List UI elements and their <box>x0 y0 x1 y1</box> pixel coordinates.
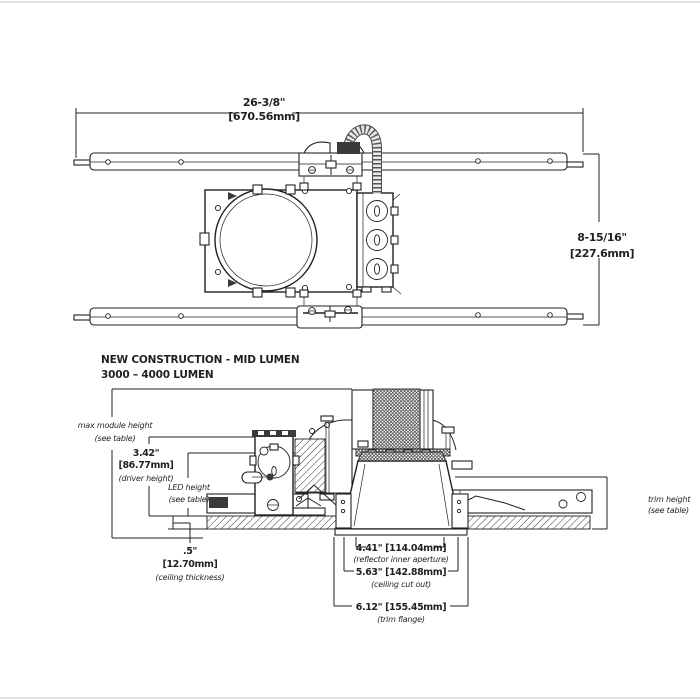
flange-value: 6.12" [155.45mm] <box>356 602 446 613</box>
torsion-spring-right <box>461 495 526 511</box>
flange-dimension: 6.12" [155.45mm] (trim flange) <box>333 537 469 624</box>
plan-width-mm: [670.56mm] <box>228 110 300 123</box>
driver-height-label: (driver height) <box>119 474 174 483</box>
section-view: NEW CONSTRUCTION - MID LUMEN 3000 – 4000… <box>78 354 692 624</box>
driver-block <box>294 438 326 493</box>
butterfly-wing-left <box>303 141 331 154</box>
plan-height-inches: 8-15/16" <box>577 231 626 244</box>
driver-height-callout: 3.42" [86.77mm] (driver height) <box>119 448 174 483</box>
ceiling <box>206 515 591 530</box>
plan-height-mm: [227.6mm] <box>570 247 635 260</box>
section-title-line2: 3000 – 4000 LUMEN <box>101 369 214 381</box>
hanger-bar-section-right <box>447 489 593 514</box>
knockout-1 <box>366 200 399 222</box>
conduit-connector <box>337 142 360 154</box>
plan-height-dimension: 8-15/16" [227.6mm] <box>570 153 635 326</box>
aperture-value: 4.41" [114.04mm] <box>356 543 446 554</box>
mounting-pan <box>199 184 358 298</box>
driver-height-mm: [86.77mm] <box>119 460 174 471</box>
led-chamber <box>357 451 447 462</box>
aperture-ring-inner <box>219 193 313 287</box>
max-module-callout: max module height (see table) <box>78 421 154 443</box>
trim-height-label-2: (see table) <box>648 506 689 515</box>
ceiling-thickness-mm: [12.70mm] <box>163 559 218 570</box>
driver-height-inches: 3.42" <box>133 448 160 459</box>
aperture-ring-outer <box>214 188 318 292</box>
aperture-dimension: 4.41" [114.04mm] (reflector inner apertu… <box>353 537 449 564</box>
knockout-2 <box>366 229 399 251</box>
plan-width-inches: 26-3/8" <box>243 96 285 109</box>
plan-width-dimension: 26-3/8" [670.56mm] <box>75 96 584 158</box>
junction-box <box>356 192 402 295</box>
adjustment-handle <box>241 471 263 484</box>
clip-arrow-top <box>228 192 237 200</box>
led-height-callout: LED height (see table) <box>168 483 211 504</box>
led-height-label-1: LED height <box>168 483 211 492</box>
lower-bracket <box>295 497 322 507</box>
flange-label: (trim flange) <box>377 615 425 624</box>
plan-view: 26-3/8" [670.56mm] 8-15/16" [227.6mm] <box>73 96 635 329</box>
aperture-label: (reflector inner aperture) <box>353 555 448 564</box>
cutout-dimension: 5.63" [142.88mm] (ceiling cut out) <box>343 537 459 589</box>
clip-arrow-bottom <box>228 279 237 287</box>
max-module-label-2: (see table) <box>95 434 136 443</box>
cutout-value: 5.63" [142.88mm] <box>356 567 446 578</box>
section-callout-lines <box>111 388 608 543</box>
knockout-3 <box>366 258 399 280</box>
reflector-cone <box>334 451 469 536</box>
led-height-label-2: (see table) <box>169 495 210 504</box>
flex-conduit <box>337 124 382 194</box>
cutout-label: (ceiling cut out) <box>371 580 431 589</box>
driver-box <box>241 430 300 516</box>
adjust-bolt-head <box>441 426 455 434</box>
torsion-spring-left <box>298 484 337 506</box>
trim-height-callout: trim height (see table) <box>648 495 692 515</box>
max-module-label-1: max module height <box>78 421 154 430</box>
heat-sink <box>351 388 434 450</box>
trim-flange <box>334 528 468 536</box>
housing-dome-right <box>431 419 457 451</box>
ceiling-thickness-callout: .5" [12.70mm] (ceiling thickness) <box>156 546 225 582</box>
ceiling-thickness-inches: .5" <box>183 546 197 557</box>
section-title-line1: NEW CONSTRUCTION - MID LUMEN <box>101 354 300 366</box>
ceiling-thickness-label: (ceiling thickness) <box>156 573 225 582</box>
mounting-bracket-bottom <box>296 289 363 329</box>
trim-height-label-1: trim height <box>648 495 691 504</box>
